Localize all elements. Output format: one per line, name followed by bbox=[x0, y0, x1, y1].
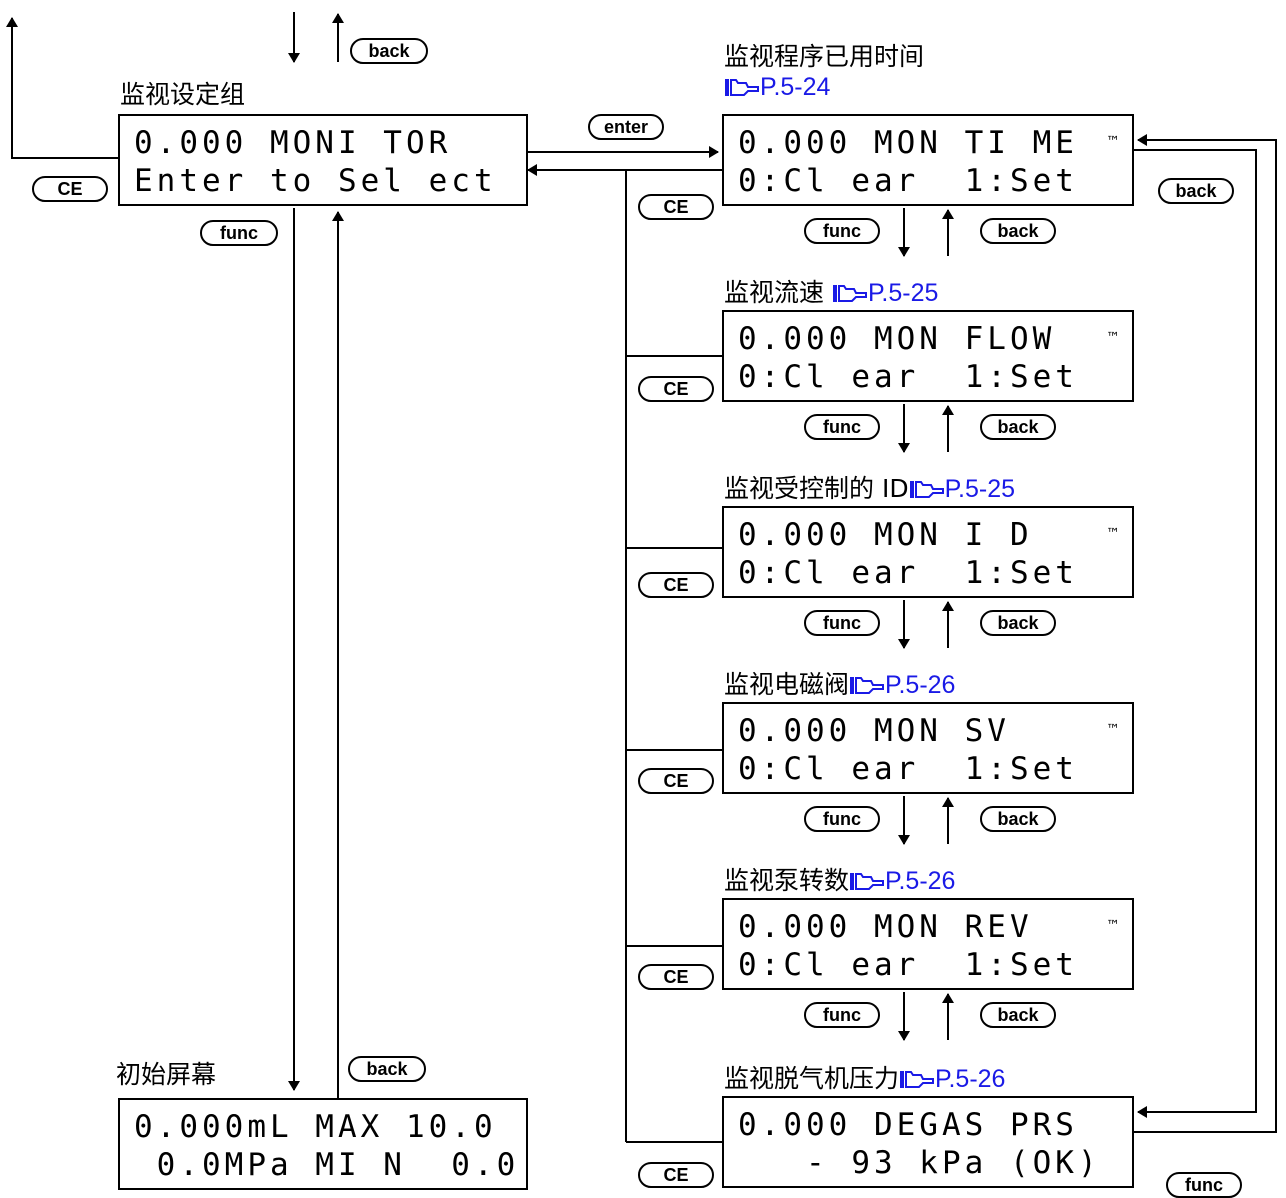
lcd-line-1: 0.000 MON I D bbox=[738, 517, 1033, 553]
reference-icon bbox=[724, 72, 760, 101]
trademark-mark: ™ bbox=[1106, 918, 1120, 934]
screen-title: 监视受控制的 ID P.5-25 bbox=[724, 474, 1015, 504]
ce-key[interactable]: CE bbox=[638, 768, 714, 794]
trademark-mark: ™ bbox=[1106, 330, 1120, 346]
back-key[interactable]: back bbox=[1158, 178, 1234, 204]
lcd-line-2: 0:Cl ear 1:Set bbox=[738, 163, 1078, 199]
monitor-group-title: 监视设定组 bbox=[120, 80, 246, 109]
lcd-line-2: Enter to Sel ect bbox=[134, 163, 497, 199]
reference-icon bbox=[832, 278, 868, 307]
reference-icon bbox=[849, 670, 885, 699]
reference-icon bbox=[849, 866, 885, 895]
back-key[interactable]: back bbox=[980, 610, 1056, 636]
back-key[interactable]: back bbox=[350, 38, 428, 64]
trademark-mark: ™ bbox=[1106, 526, 1120, 542]
lcd-line-1: 0.000 MONI TOR bbox=[134, 125, 452, 161]
back-key[interactable]: back bbox=[980, 1002, 1056, 1028]
lcd-line-1: 0.000mL MAX 10.0 bbox=[134, 1109, 497, 1145]
pointing-hand-icon bbox=[909, 481, 944, 498]
func-key[interactable]: func bbox=[804, 414, 880, 440]
screen-title-text: 监视受控制的 ID bbox=[724, 474, 909, 503]
lcd-line-2: 0:Cl ear 1:Set bbox=[738, 751, 1078, 787]
lcd-line-2: 0:Cl ear 1:Set bbox=[738, 555, 1078, 591]
func-key[interactable]: func bbox=[804, 218, 880, 244]
page-reference-link[interactable]: P.5-24 bbox=[760, 73, 831, 101]
trademark-mark: ™ bbox=[1106, 722, 1120, 738]
screen-title-text: 监视电磁阀 bbox=[724, 670, 850, 699]
ce-key[interactable]: CE bbox=[638, 572, 714, 598]
reference-icon bbox=[909, 474, 945, 503]
pointing-hand-icon bbox=[850, 677, 885, 694]
monitor-screen: 0.000 DEGAS PRS - 93 kPa (OK) bbox=[722, 1096, 1134, 1188]
screen-title-text: 监视流速 bbox=[724, 278, 832, 307]
pointing-hand-icon bbox=[832, 285, 867, 302]
back-key[interactable]: back bbox=[980, 414, 1056, 440]
screen-title: 监视脱气机压力 P.5-26 bbox=[724, 1064, 1005, 1094]
enter-key[interactable]: enter bbox=[588, 114, 664, 140]
pointing-hand-icon bbox=[850, 873, 885, 890]
reference-icon bbox=[899, 1064, 935, 1093]
monitor-group-screen: 0.000 MONI TOR Enter to Sel ect bbox=[118, 114, 528, 206]
screen-title-text: 监视程序已用时间 bbox=[724, 42, 925, 71]
trademark-mark: ™ bbox=[1106, 134, 1120, 150]
lcd-line-1: 0.000 DEGAS PRS bbox=[738, 1107, 1078, 1143]
back-key[interactable]: back bbox=[980, 218, 1056, 244]
pointing-hand-icon bbox=[900, 1071, 935, 1088]
lcd-line-2: 0:Cl ear 1:Set bbox=[738, 359, 1078, 395]
lcd-line-2: 0:Cl ear 1:Set bbox=[738, 947, 1078, 983]
screen-title: 监视电磁阀 P.5-26 bbox=[724, 670, 955, 700]
initial-screen-title: 初始屏幕 bbox=[116, 1060, 217, 1089]
back-key[interactable]: back bbox=[348, 1056, 426, 1082]
page-reference-link[interactable]: P.5-25 bbox=[944, 475, 1016, 503]
screen-title: 监视流速 P.5-25 bbox=[724, 278, 938, 308]
screen-title: 监视泵转数 P.5-26 bbox=[724, 866, 955, 896]
lcd-line-1: 0.000 MON REV bbox=[738, 909, 1033, 945]
lcd-line-1: 0.000 MON FLOW bbox=[738, 321, 1056, 357]
page-reference-link[interactable]: P.5-25 bbox=[867, 279, 939, 307]
ce-key[interactable]: CE bbox=[32, 176, 108, 202]
ce-key[interactable]: CE bbox=[638, 194, 714, 220]
ce-key[interactable]: CE bbox=[638, 1162, 714, 1188]
lcd-line-2: 0.0MPa MI N 0.0 bbox=[134, 1147, 520, 1183]
func-key[interactable]: func bbox=[1166, 1172, 1242, 1198]
page-reference-link[interactable]: P.5-26 bbox=[885, 671, 956, 699]
screen-title-text: 监视泵转数 bbox=[724, 866, 850, 895]
func-key[interactable]: func bbox=[804, 1002, 880, 1028]
page-reference-link[interactable]: P.5-26 bbox=[885, 867, 956, 895]
back-key[interactable]: back bbox=[980, 806, 1056, 832]
ce-key[interactable]: CE bbox=[638, 376, 714, 402]
func-key[interactable]: func bbox=[200, 220, 278, 246]
ce-key[interactable]: CE bbox=[638, 964, 714, 990]
initial-screen: 0.000mL MAX 10.0 0.0MPa MI N 0.0 bbox=[118, 1098, 528, 1190]
pointing-hand-icon bbox=[725, 79, 759, 96]
lcd-line-1: 0.000 MON TI ME bbox=[738, 125, 1078, 161]
func-key[interactable]: func bbox=[804, 610, 880, 636]
func-key[interactable]: func bbox=[804, 806, 880, 832]
page-reference-link[interactable]: P.5-26 bbox=[935, 1065, 1006, 1093]
screen-title-text: 监视脱气机压力 bbox=[724, 1064, 900, 1093]
lcd-line-1: 0.000 MON SV bbox=[738, 713, 1010, 749]
lcd-line-2: - 93 kPa (OK) bbox=[738, 1145, 1101, 1181]
